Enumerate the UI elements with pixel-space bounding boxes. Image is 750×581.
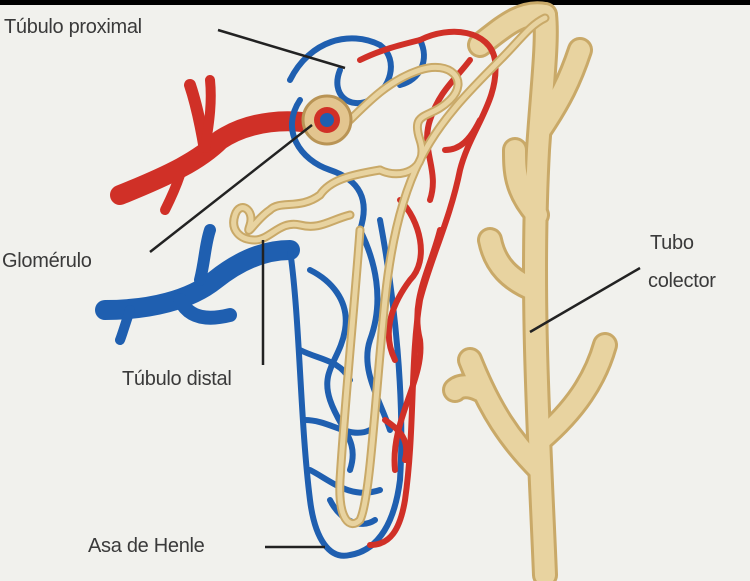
label-proximal-tubule: Túbulo proximal	[4, 16, 142, 38]
collecting-duct	[442, 1, 618, 581]
leader-lines	[149, 28, 641, 549]
vein	[95, 224, 300, 345]
label-loop-of-henle: Asa de Henle	[88, 535, 205, 557]
label-glomerulus: Glomérulo	[2, 250, 92, 272]
nephron-tubules	[229, 13, 550, 529]
glomerulus-leader	[149, 124, 313, 253]
afferent-artery	[110, 75, 330, 215]
label-collecting-duct-line1: Tubo	[650, 232, 694, 254]
glomerulus	[301, 94, 353, 146]
label-collecting-duct-line2: colector	[648, 270, 716, 292]
top-bar	[0, 0, 750, 5]
label-distal-tubule: Túbulo distal	[122, 368, 232, 390]
proximal-tubule-leader	[217, 28, 346, 70]
collecting-duct-leader	[529, 266, 641, 334]
